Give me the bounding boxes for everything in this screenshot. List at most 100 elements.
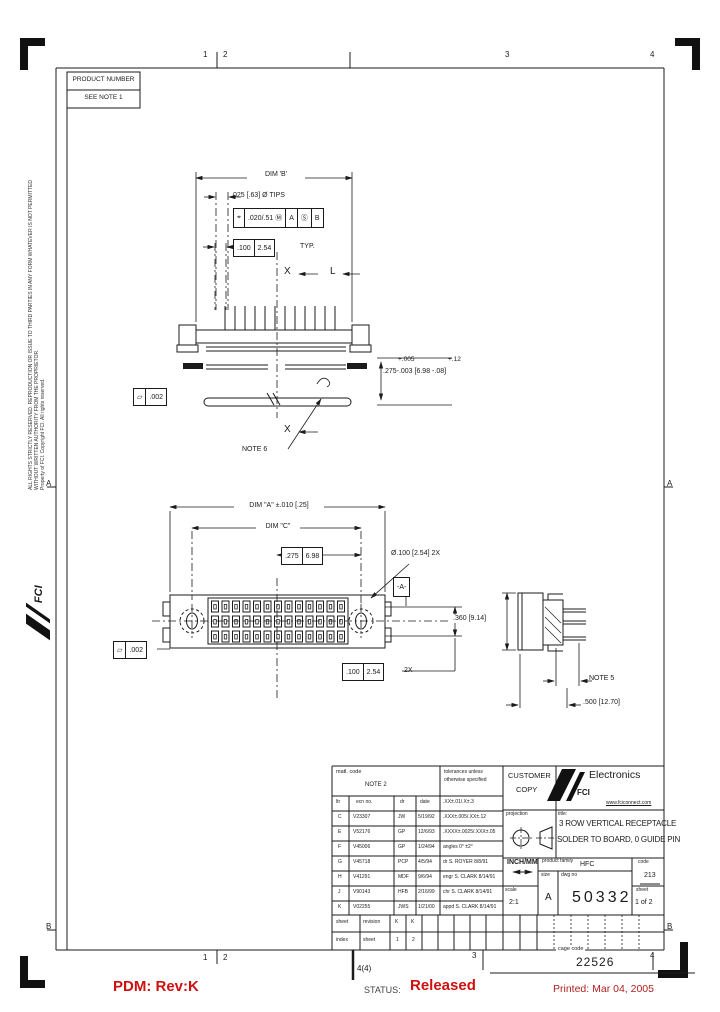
rev-dr: PCP <box>398 859 409 865</box>
matl-code-value: NOTE 2 <box>365 782 387 788</box>
brand-abbr: FCI <box>577 788 590 797</box>
rev-ltr: K <box>338 904 342 910</box>
rev-date: 2/16/99 <box>418 889 435 895</box>
cage-code-label: cage code <box>556 946 586 953</box>
depth-dim-label: .500 [12.70] <box>583 699 620 706</box>
top-view-geometry <box>176 306 372 407</box>
sheet-rev-value-1: K <box>395 919 399 925</box>
col-header-date: date <box>420 799 430 805</box>
third-angle-projection-icon <box>510 826 556 850</box>
proprietary-notice-line2: Property of FCI. Copyright FCI. All righ… <box>40 378 46 490</box>
rev-right: appd S. CLARK 8/14/91 <box>443 904 497 910</box>
index-label-1: index <box>336 937 348 943</box>
drawing-title-line2: SOLDER TO BOARD, 0 GUIDE PIN <box>557 835 681 844</box>
front-view-geometry <box>162 594 462 649</box>
zone-top-4: 4 <box>650 50 655 59</box>
pitch-inch: .100 <box>237 244 251 252</box>
dim-b-label: DIM 'B' <box>247 171 305 179</box>
rev-ecn: V41291 <box>353 874 371 880</box>
stack-tol-main: .275-.003 [6.98 -.08] <box>383 368 447 375</box>
rev-date: 1/21/00 <box>418 904 435 910</box>
top-view-solids <box>183 363 367 369</box>
index-value-1: 1 <box>396 937 399 943</box>
margin-fci-logo: FCI <box>26 532 62 641</box>
zone-right-b: B <box>667 922 673 931</box>
index-value-2: 2 <box>412 937 415 943</box>
datum-ref-1: A <box>285 209 297 227</box>
drawing-title-line1: 3 ROW VERTICAL RECEPTACLE <box>559 819 677 828</box>
stack-tol-plus-in: +.005 <box>398 356 415 363</box>
flatness-icon: ▱ <box>137 394 143 401</box>
datum-a-label: -A- <box>397 583 407 591</box>
units-label: INCH/MM <box>507 859 538 866</box>
guide-hole-dim: Ø.100 [2.54] 2X <box>391 550 441 557</box>
sheet-rev-label-2: revision <box>363 919 381 925</box>
col-header-ecn: ecn no. <box>356 799 373 805</box>
sheet-label: sheet <box>636 887 649 893</box>
position-tolerance: .020/.51 Ⓜ <box>243 209 285 227</box>
corner-marks <box>20 38 700 988</box>
centerlines <box>152 192 470 700</box>
guide-offset-box: .275 6.98 <box>281 547 324 565</box>
offset-mm: 6.98 <box>301 548 323 564</box>
flatness-value: .002 <box>125 642 146 658</box>
rev-date: 12/6/93 <box>418 829 435 835</box>
scale-value: 2:1 <box>509 899 519 906</box>
dwg-no-value: 50332 <box>572 889 632 906</box>
rev-right: angles 0° ±2° <box>443 844 473 850</box>
rev-ltr: H <box>338 874 342 880</box>
rev-dr: JWS <box>398 904 409 910</box>
scale-label: scale <box>505 887 517 893</box>
rev-date: 4/5/94 <box>418 859 432 865</box>
printed-date: Printed: Mar 04, 2005 <box>553 983 654 995</box>
fci-logo-glyph <box>547 769 585 801</box>
rev-right: engr S. CLARK 8/14/91 <box>443 874 496 880</box>
stack-tol-plus-mm: +.12 <box>448 356 461 363</box>
cage-code-value: 22526 <box>576 955 615 969</box>
tips-dim-label: .025 [.63] Ø TIPS <box>231 192 285 199</box>
sheet-rev-value-2: K <box>411 919 415 925</box>
sheet-rev-label-1: sheet <box>336 919 349 925</box>
rev-right: dr S. ROYER 8/8/91 <box>443 859 489 865</box>
rev-date: 9/6/94 <box>418 874 432 880</box>
tolerance-line-0: .XX±.01/.X±.3 <box>443 799 474 805</box>
rev-right: chr S. CLARK 8/14/91 <box>443 889 493 895</box>
title-label: title: <box>558 811 568 817</box>
zone-left-b: B <box>46 922 52 931</box>
dim-c-label: DIM "C" <box>256 523 300 531</box>
pdm-revision: PDM: Rev:K <box>113 978 199 995</box>
zone-right-a: A <box>667 479 673 488</box>
brand-url: www.fciconnect.com <box>606 800 652 806</box>
flatness-icon: ▱ <box>117 647 123 654</box>
rev-ltr: J <box>338 889 341 895</box>
status-value: Released <box>410 977 476 994</box>
product-family-value: HFC <box>580 861 595 868</box>
size-label: size <box>541 872 550 878</box>
customer-copy-2: COPY <box>516 785 538 794</box>
rev-dr: MDF <box>398 874 409 880</box>
offset-inch: .275 <box>285 552 299 560</box>
pitch-dim-box: .100 2.54 <box>233 239 276 257</box>
note5-label: NOTE 5 <box>589 675 615 682</box>
note6-label: NOTE 6 <box>242 446 268 453</box>
rev-ltr: F <box>338 844 342 850</box>
zone-top-2: 2 <box>223 50 228 59</box>
rev-ecn: V45718 <box>353 859 371 865</box>
rev-ecn: V45006 <box>353 844 371 850</box>
position-fcf: ⌖ .020/.51 Ⓜ A Ⓢ B <box>233 208 324 228</box>
rev-ecn: V02255 <box>353 904 371 910</box>
flatness-value: .002 <box>145 389 166 405</box>
title-block-rules <box>331 765 695 974</box>
rev-ecn: V90143 <box>353 889 371 895</box>
rev-ltr: G <box>338 859 342 865</box>
index-label-2: sheet <box>363 937 376 943</box>
col-header-dr: dr <box>400 799 405 805</box>
zone-bottom-4: 4 <box>650 951 655 960</box>
code-value: 213 <box>644 872 656 879</box>
rev-ltr: C <box>338 814 342 820</box>
row-pitch-box: .100 2.54 <box>342 663 385 681</box>
code-label: code <box>638 859 649 865</box>
proprietary-notice-line1: ALL RIGHTS STRICTLY RESERVED. REPRODUCTI… <box>28 180 40 490</box>
rev-dr: HFB <box>398 889 408 895</box>
